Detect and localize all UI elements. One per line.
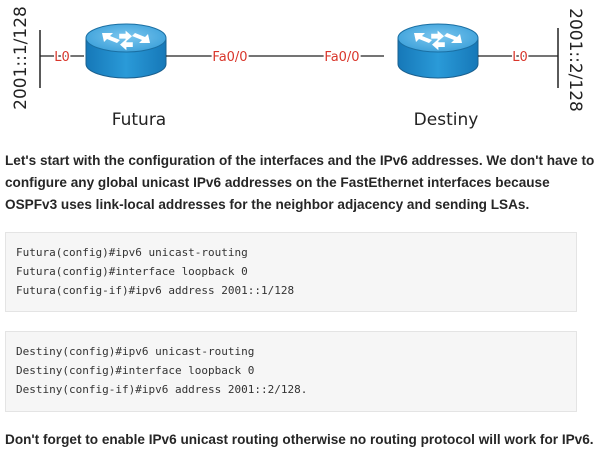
- futura-router-icon: [85, 23, 167, 79]
- left-interface-label: Fa0/0: [212, 50, 247, 65]
- code-line: Futura(config)#ipv6 unicast-routing: [16, 246, 248, 259]
- code-line: Destiny(config)#ipv6 unicast-routing: [16, 345, 255, 358]
- intro-paragraph: Let's start with the configuration of th…: [5, 153, 595, 212]
- right-interface-label: Fa0/0: [324, 50, 359, 65]
- futura-config-block: Futura(config)#ipv6 unicast-routing Futu…: [5, 232, 577, 312]
- topology-svg: 2001::1/128 L0 Futura Fa0/0 Fa0/0 Destin…: [11, 6, 585, 130]
- code-line: Futura(config-if)#ipv6 address 2001::1/1…: [16, 284, 295, 297]
- code-line: Futura(config)#interface loopback 0: [16, 265, 248, 278]
- futura-router-label: Futura: [112, 110, 166, 130]
- code-line: Destiny(config-if)#ipv6 address 2001::2/…: [16, 383, 308, 396]
- destiny-router-icon: [397, 23, 479, 79]
- outro-paragraph: Don't forget to enable IPv6 unicast rout…: [5, 432, 594, 447]
- right-address-label: 2001::2/128: [565, 8, 585, 112]
- code-line: Destiny(config)#interface loopback 0: [16, 364, 255, 377]
- destiny-router-label: Destiny: [414, 110, 479, 130]
- left-address-label: 2001::1/128: [11, 6, 31, 110]
- right-loopback-label: L0: [512, 50, 528, 65]
- network-diagram: 2001::1/128 L0 Futura Fa0/0 Fa0/0 Destin…: [0, 0, 600, 140]
- left-loopback-label: L0: [54, 50, 70, 65]
- destiny-config-block: Destiny(config)#ipv6 unicast-routing Des…: [5, 331, 577, 412]
